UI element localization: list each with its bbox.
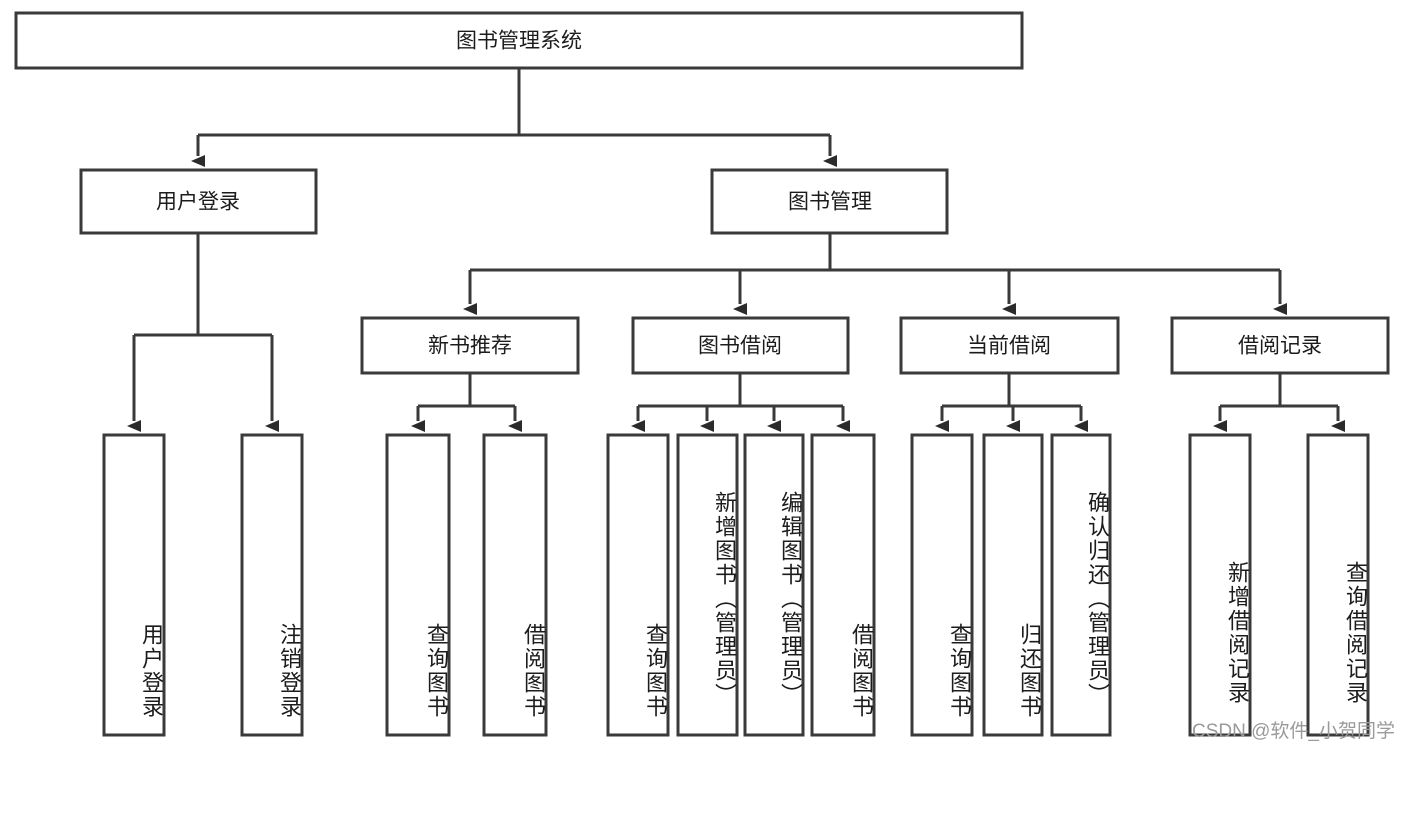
connector-group-borrow-records: [1213, 373, 1345, 432]
connector-group-root: [191, 68, 837, 167]
node-box-book-borrow[interactable]: [631, 316, 850, 375]
tree-diagram-svg: 图书管理系统 用户登录 图书管理 新书推荐 图书借阅 当前借阅 借阅记录: [14, 11, 1390, 737]
connector-group-new-book-recommend: [411, 373, 522, 432]
node-box-leaf-query-book-borrow[interactable]: [606, 433, 670, 737]
connector-group-book-borrow: [631, 373, 850, 432]
node-box-leaf-edit-book-admin[interactable]: [743, 433, 805, 737]
node-box-leaf-add-book-admin[interactable]: [676, 433, 739, 737]
node-label-book-borrow: 图书借阅: [698, 335, 782, 358]
node-box-leaf-query-book-recommend[interactable]: [385, 433, 451, 737]
node-box-book-management[interactable]: [710, 168, 949, 235]
node-label-user-login: 用户登录: [156, 191, 240, 214]
node-box-leaf-logout[interactable]: [240, 433, 304, 737]
node-label-root: 图书管理系统: [456, 30, 582, 53]
diagram-canvas: 图书管理系统 用户登录 图书管理 新书推荐 图书借阅 当前借阅 借阅记录: [14, 11, 1395, 742]
node-box-leaf-query-book-current[interactable]: [910, 433, 974, 737]
node-label-new-book-recommend: 新书推荐: [428, 335, 512, 358]
node-box-leaf-confirm-return-admin[interactable]: [1050, 433, 1112, 737]
node-label-book-management: 图书管理: [788, 191, 872, 214]
node-label-borrow-records: 借阅记录: [1238, 335, 1322, 358]
connector-group-current-borrow: [935, 373, 1088, 432]
node-box-root[interactable]: [14, 11, 1024, 70]
node-box-leaf-add-borrow-record[interactable]: [1188, 433, 1252, 737]
node-box-current-borrow[interactable]: [899, 316, 1120, 375]
node-box-leaf-borrow-book-recommend[interactable]: [482, 433, 548, 737]
node-box-leaf-borrow-book[interactable]: [810, 433, 876, 737]
node-box-borrow-records[interactable]: [1170, 316, 1390, 375]
node-box-leaf-query-borrow-record[interactable]: [1306, 433, 1370, 737]
connector-group-user-login: [127, 233, 279, 432]
connector-group-book-management: [463, 233, 1287, 315]
watermark-text: CSDN @软件_小贺同学: [1192, 721, 1395, 742]
node-boxes-layer: 图书管理系统 用户登录 图书管理 新书推荐 图书借阅 当前借阅 借阅记录: [14, 11, 1390, 737]
node-label-current-borrow: 当前借阅: [967, 335, 1051, 358]
node-box-leaf-return-book[interactable]: [982, 433, 1044, 737]
node-box-leaf-user-login[interactable]: [102, 433, 166, 737]
node-box-new-book-recommend[interactable]: [360, 316, 580, 375]
node-box-user-login[interactable]: [79, 168, 318, 235]
